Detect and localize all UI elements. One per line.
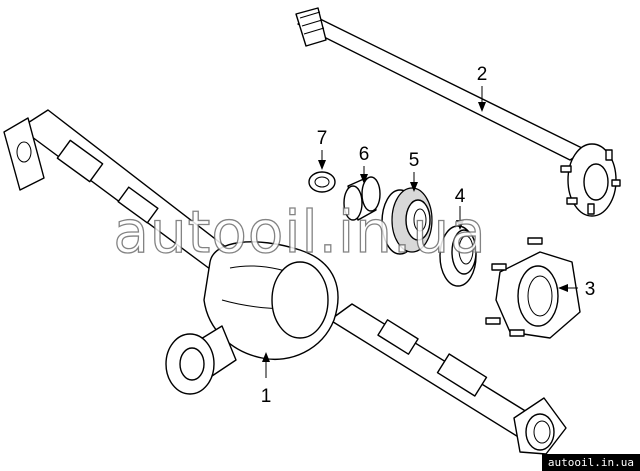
callout-7-label: 7 [317,128,328,149]
axle-housing-part [3,109,567,455]
retainer-plate-part [485,237,581,339]
callout-4-label: 4 [455,186,466,207]
oil-seal-part [439,225,477,287]
retaining-ring-part [308,171,336,193]
callout-2-label: 2 [477,64,488,85]
watermark-text: autooil.in.ua [113,198,486,266]
wheel-bearing-part [381,187,433,255]
bearing-collar-part [343,176,381,221]
footer-site-tag: autooil.in.ua [541,454,640,471]
leader-lines [262,86,578,378]
callout-6-label: 6 [359,144,370,165]
callout-5-label: 5 [409,150,420,171]
axle-shaft-part [295,7,621,217]
callout-1-label: 1 [261,386,272,407]
callout-3-label: 3 [585,279,596,300]
